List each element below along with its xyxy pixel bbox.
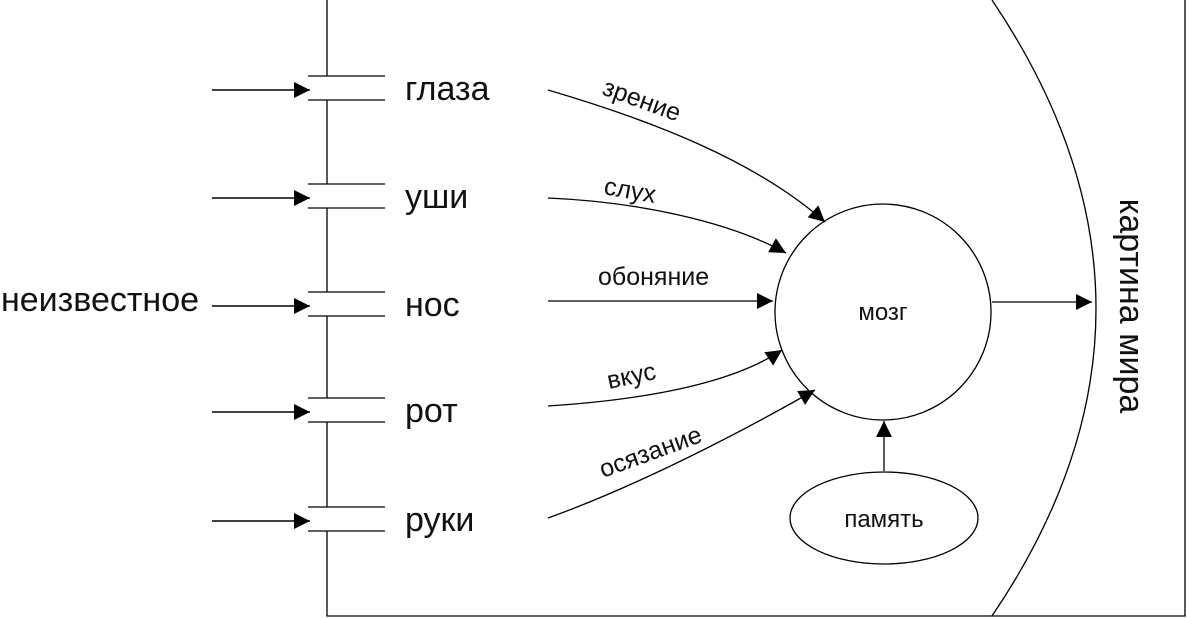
world-picture-label: картина мира <box>1112 199 1150 414</box>
gate-opening <box>320 507 334 531</box>
brain-label: мозг <box>858 299 908 326</box>
channel-label: вкус <box>604 357 658 395</box>
organ-label: уши <box>405 178 468 216</box>
channel-arrow <box>547 89 826 223</box>
channel-label: обоняние <box>598 263 709 291</box>
memory-label: память <box>844 506 923 533</box>
sense-row: глаза зрение <box>212 70 826 223</box>
channel-label: зрение <box>599 73 685 127</box>
gate-opening <box>320 398 334 422</box>
sense-row: нос обоняние <box>212 263 773 324</box>
channel-arrow <box>547 389 816 519</box>
channel-arrow <box>547 349 783 407</box>
gate-opening <box>320 292 334 316</box>
brain-circle <box>774 203 992 421</box>
gate-opening <box>320 184 334 208</box>
channel-arrow <box>547 197 787 254</box>
channel-label: осязание <box>595 421 705 484</box>
gate-opening <box>320 76 334 100</box>
organ-label: руки <box>405 501 474 539</box>
input-label: неизвестное <box>1 281 199 319</box>
organ-label: рот <box>405 392 458 430</box>
organ-label: глаза <box>405 70 490 108</box>
world-boundary-arc <box>991 0 1097 617</box>
memory-ellipse <box>789 471 979 565</box>
organ-label: нос <box>405 286 460 324</box>
sense-row: рот вкус <box>212 349 783 430</box>
